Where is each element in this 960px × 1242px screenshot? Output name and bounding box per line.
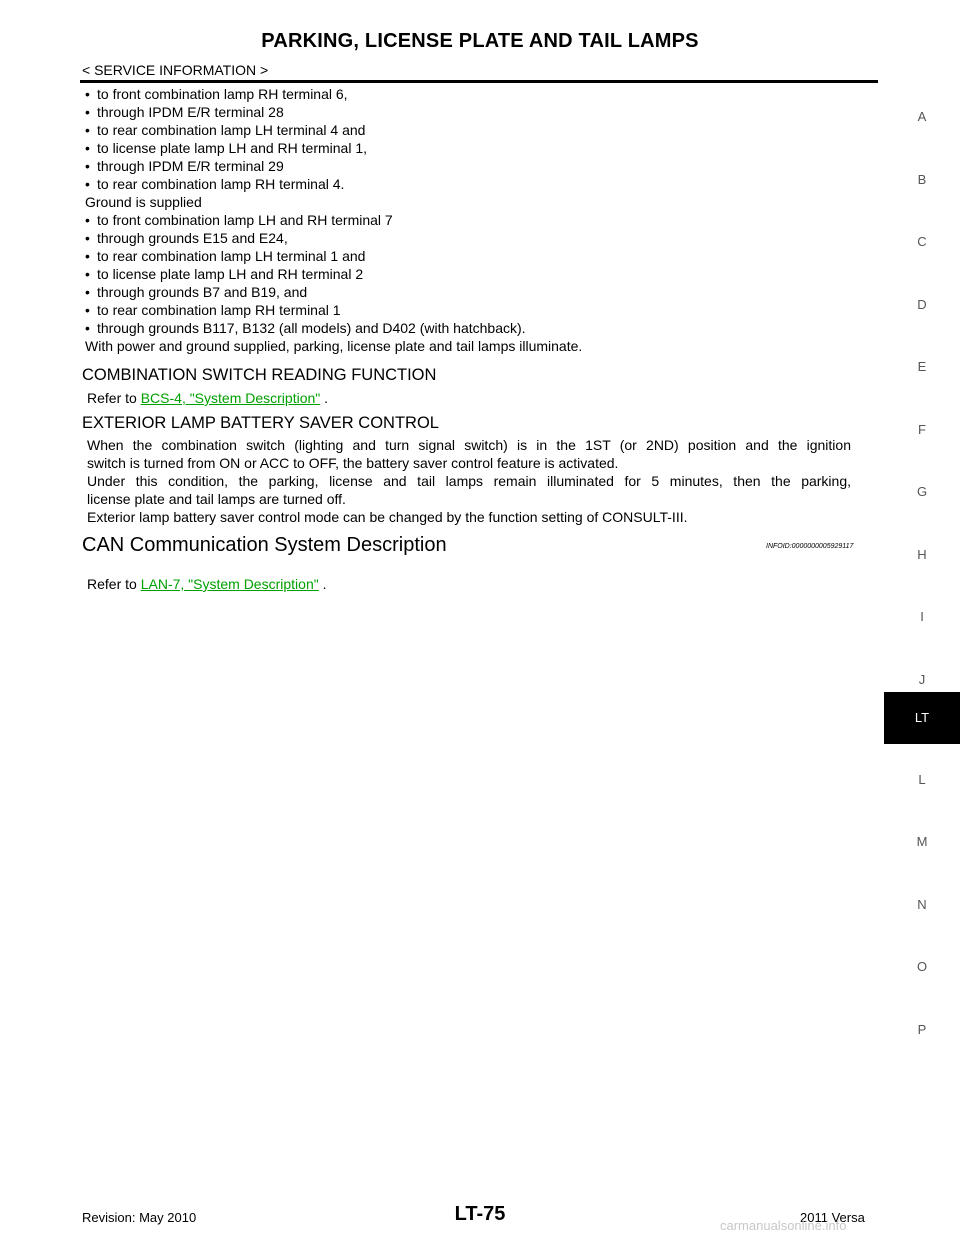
refer-prefix: Refer to [87,576,141,592]
refer-suffix: . [320,390,329,406]
line-text: through IPDM E/R terminal 28 [97,104,284,120]
bullet-icon: • [85,86,90,102]
header-rule [80,80,878,83]
section-tab-l[interactable]: L [918,772,926,787]
saver-line: license plate and tail lamps are turned … [87,491,346,507]
bullet-item: • to license plate lamp LH and RH termina… [85,265,880,283]
bullet-icon: • [85,266,90,282]
info-id: INFOID:0000000005929117 [766,543,854,550]
line-text: Ground is supplied [85,194,202,210]
line-text: With power and ground supplied, parking,… [85,338,583,354]
line-text: to license plate lamp LH and RH terminal… [97,266,364,282]
refer-prefix: Refer to [87,390,141,406]
saver-line: Exterior lamp battery saver control mode… [87,509,688,525]
bullet-item: • through IPDM E/R terminal 28 [85,103,880,121]
saver-heading: EXTERIOR LAMP BATTERY SAVER CONTROL [82,414,439,432]
page-title: PARKING, LICENSE PLATE AND TAIL LAMPS [261,30,699,52]
bullet-item: • to license plate lamp LH and RH termina… [85,139,880,157]
section-tab-f[interactable]: F [918,422,926,437]
bullet-icon: • [85,104,90,120]
lan-7-link[interactable]: LAN-7, "System Description" [140,576,319,592]
refer-suffix: . [318,576,327,592]
section-label: < SERVICE INFORMATION > [82,62,269,78]
section-tab-n[interactable]: N [917,897,927,912]
saver-paragraph: When the combination switch (lighting an… [87,436,851,526]
body-text: • to front combination lamp RH terminal 6… [85,85,880,355]
line-text: to rear combination lamp LH terminal 4 a… [97,122,366,138]
bullet-item: • to rear combination lamp LH terminal 4 … [85,121,880,139]
line-text: to front combination lamp RH terminal 6, [97,86,348,102]
bullet-item: • through grounds B7 and B19, and [85,283,880,301]
line-text: through grounds E15 and E24, [97,230,288,246]
line-text: to rear combination lamp LH terminal 1 a… [97,248,366,264]
line-text: through grounds B7 and B19, and [97,284,308,300]
section-tab-o[interactable]: O [916,959,928,974]
bullet-icon: • [85,140,90,156]
line-text: to license plate lamp LH and RH terminal… [97,140,368,156]
section-tab-j[interactable]: J [918,672,926,687]
bullet-icon: • [85,122,90,138]
section-tab-d[interactable]: D [917,297,927,312]
saver-line: Under this condition, the parking, licen… [87,473,851,489]
combo-switch-refer: Refer to BCS-4, "System Description" . [87,389,328,407]
bullet-icon: • [85,320,90,336]
section-tab-c[interactable]: C [917,234,927,249]
bullet-item: • through grounds E15 and E24, [85,229,880,247]
bullet-item: • to rear combination lamp LH terminal 1 … [85,247,880,265]
bullet-item: • to rear combination lamp RH terminal 1 [85,301,880,319]
bullet-item: • to front combination lamp LH and RH ter… [85,211,880,229]
bullet-item: • to front combination lamp RH terminal 6… [85,85,880,103]
section-tab-b[interactable]: B [917,172,927,187]
line-text: through IPDM E/R terminal 29 [97,158,284,174]
line-text: through grounds B117, B132 (all models) … [97,320,526,336]
line-text: to rear combination lamp RH terminal 1 [97,302,341,318]
section-tab-h[interactable]: H [917,547,927,562]
bullet-item: • through IPDM E/R terminal 29 [85,157,880,175]
section-tab-a[interactable]: A [917,109,927,124]
section-tab-i[interactable]: I [920,609,924,624]
body-line: Ground is supplied [85,193,880,211]
bcs-4-link[interactable]: BCS-4, "System Description" [140,390,321,406]
bullet-icon: • [85,284,90,300]
body-line: With power and ground supplied, parking,… [85,337,880,355]
saver-line: switch is turned from ON or ACC to OFF, … [87,455,619,471]
combo-switch-heading: COMBINATION SWITCH READING FUNCTION [82,366,437,384]
bullet-icon: • [85,248,90,264]
bullet-icon: • [85,302,90,318]
watermark: carmanualsonline.info [720,1218,847,1233]
section-tab-lt[interactable]: LT [884,692,960,744]
can-refer: Refer to LAN-7, "System Description" . [87,575,326,593]
line-text: to rear combination lamp RH terminal 4. [97,176,345,192]
section-tab-e[interactable]: E [917,359,927,374]
bullet-icon: • [85,230,90,246]
section-tab-p[interactable]: P [917,1022,927,1037]
bullet-icon: • [85,176,90,192]
can-heading: CAN Communication System Description [82,534,447,556]
line-text: to front combination lamp LH and RH term… [97,212,393,228]
section-tab-m[interactable]: M [916,834,928,849]
bullet-item: • through grounds B117, B132 (all models)… [85,319,880,337]
saver-line: When the combination switch (lighting an… [87,437,851,453]
section-tab-g[interactable]: G [916,484,928,499]
page-number: LT-75 [454,1203,506,1225]
revision-label: Revision: May 2010 [82,1210,197,1225]
bullet-icon: • [85,158,90,174]
bullet-item: • to rear combination lamp RH terminal 4. [85,175,880,193]
bullet-icon: • [85,212,90,228]
model-label: 2011 Versa [800,1210,865,1225]
